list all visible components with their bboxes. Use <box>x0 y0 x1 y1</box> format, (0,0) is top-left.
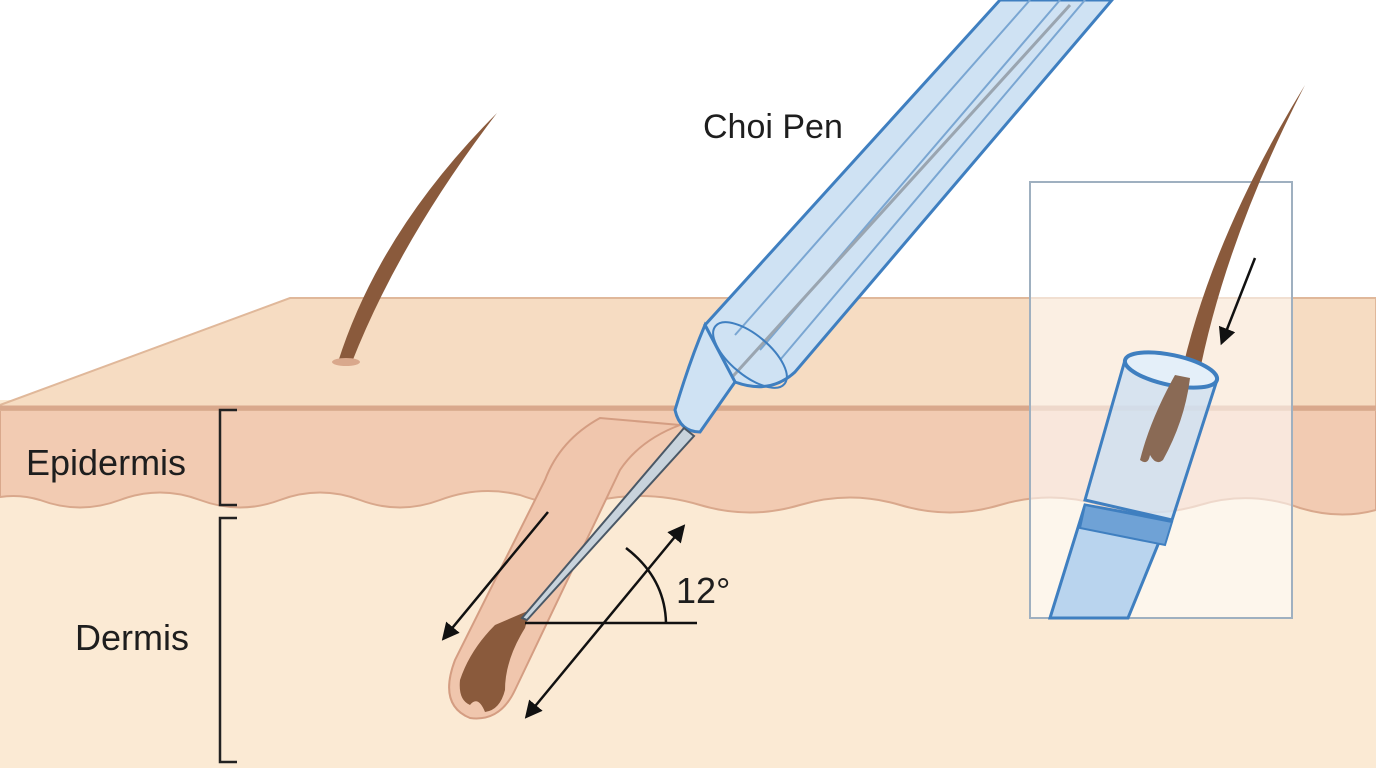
inset-graft <box>1140 375 1190 463</box>
depth-arrow <box>524 524 686 719</box>
inset-arrow <box>1218 257 1257 346</box>
dermis-bracket <box>218 516 237 764</box>
inset-panel <box>1029 85 1305 620</box>
angle-arc <box>625 547 668 624</box>
choi-pen-label: Choi Pen <box>703 108 843 146</box>
hair-bulb <box>459 610 530 712</box>
epidermis-bracket <box>218 408 237 507</box>
pen-cone <box>673 321 737 434</box>
dermis-label: Dermis <box>75 617 189 658</box>
hair-strand <box>338 113 497 362</box>
inset-hair <box>1180 85 1305 380</box>
angle-label: 12° <box>676 570 731 611</box>
hair-pore <box>332 358 360 366</box>
epidermis-label: Epidermis <box>26 442 187 483</box>
